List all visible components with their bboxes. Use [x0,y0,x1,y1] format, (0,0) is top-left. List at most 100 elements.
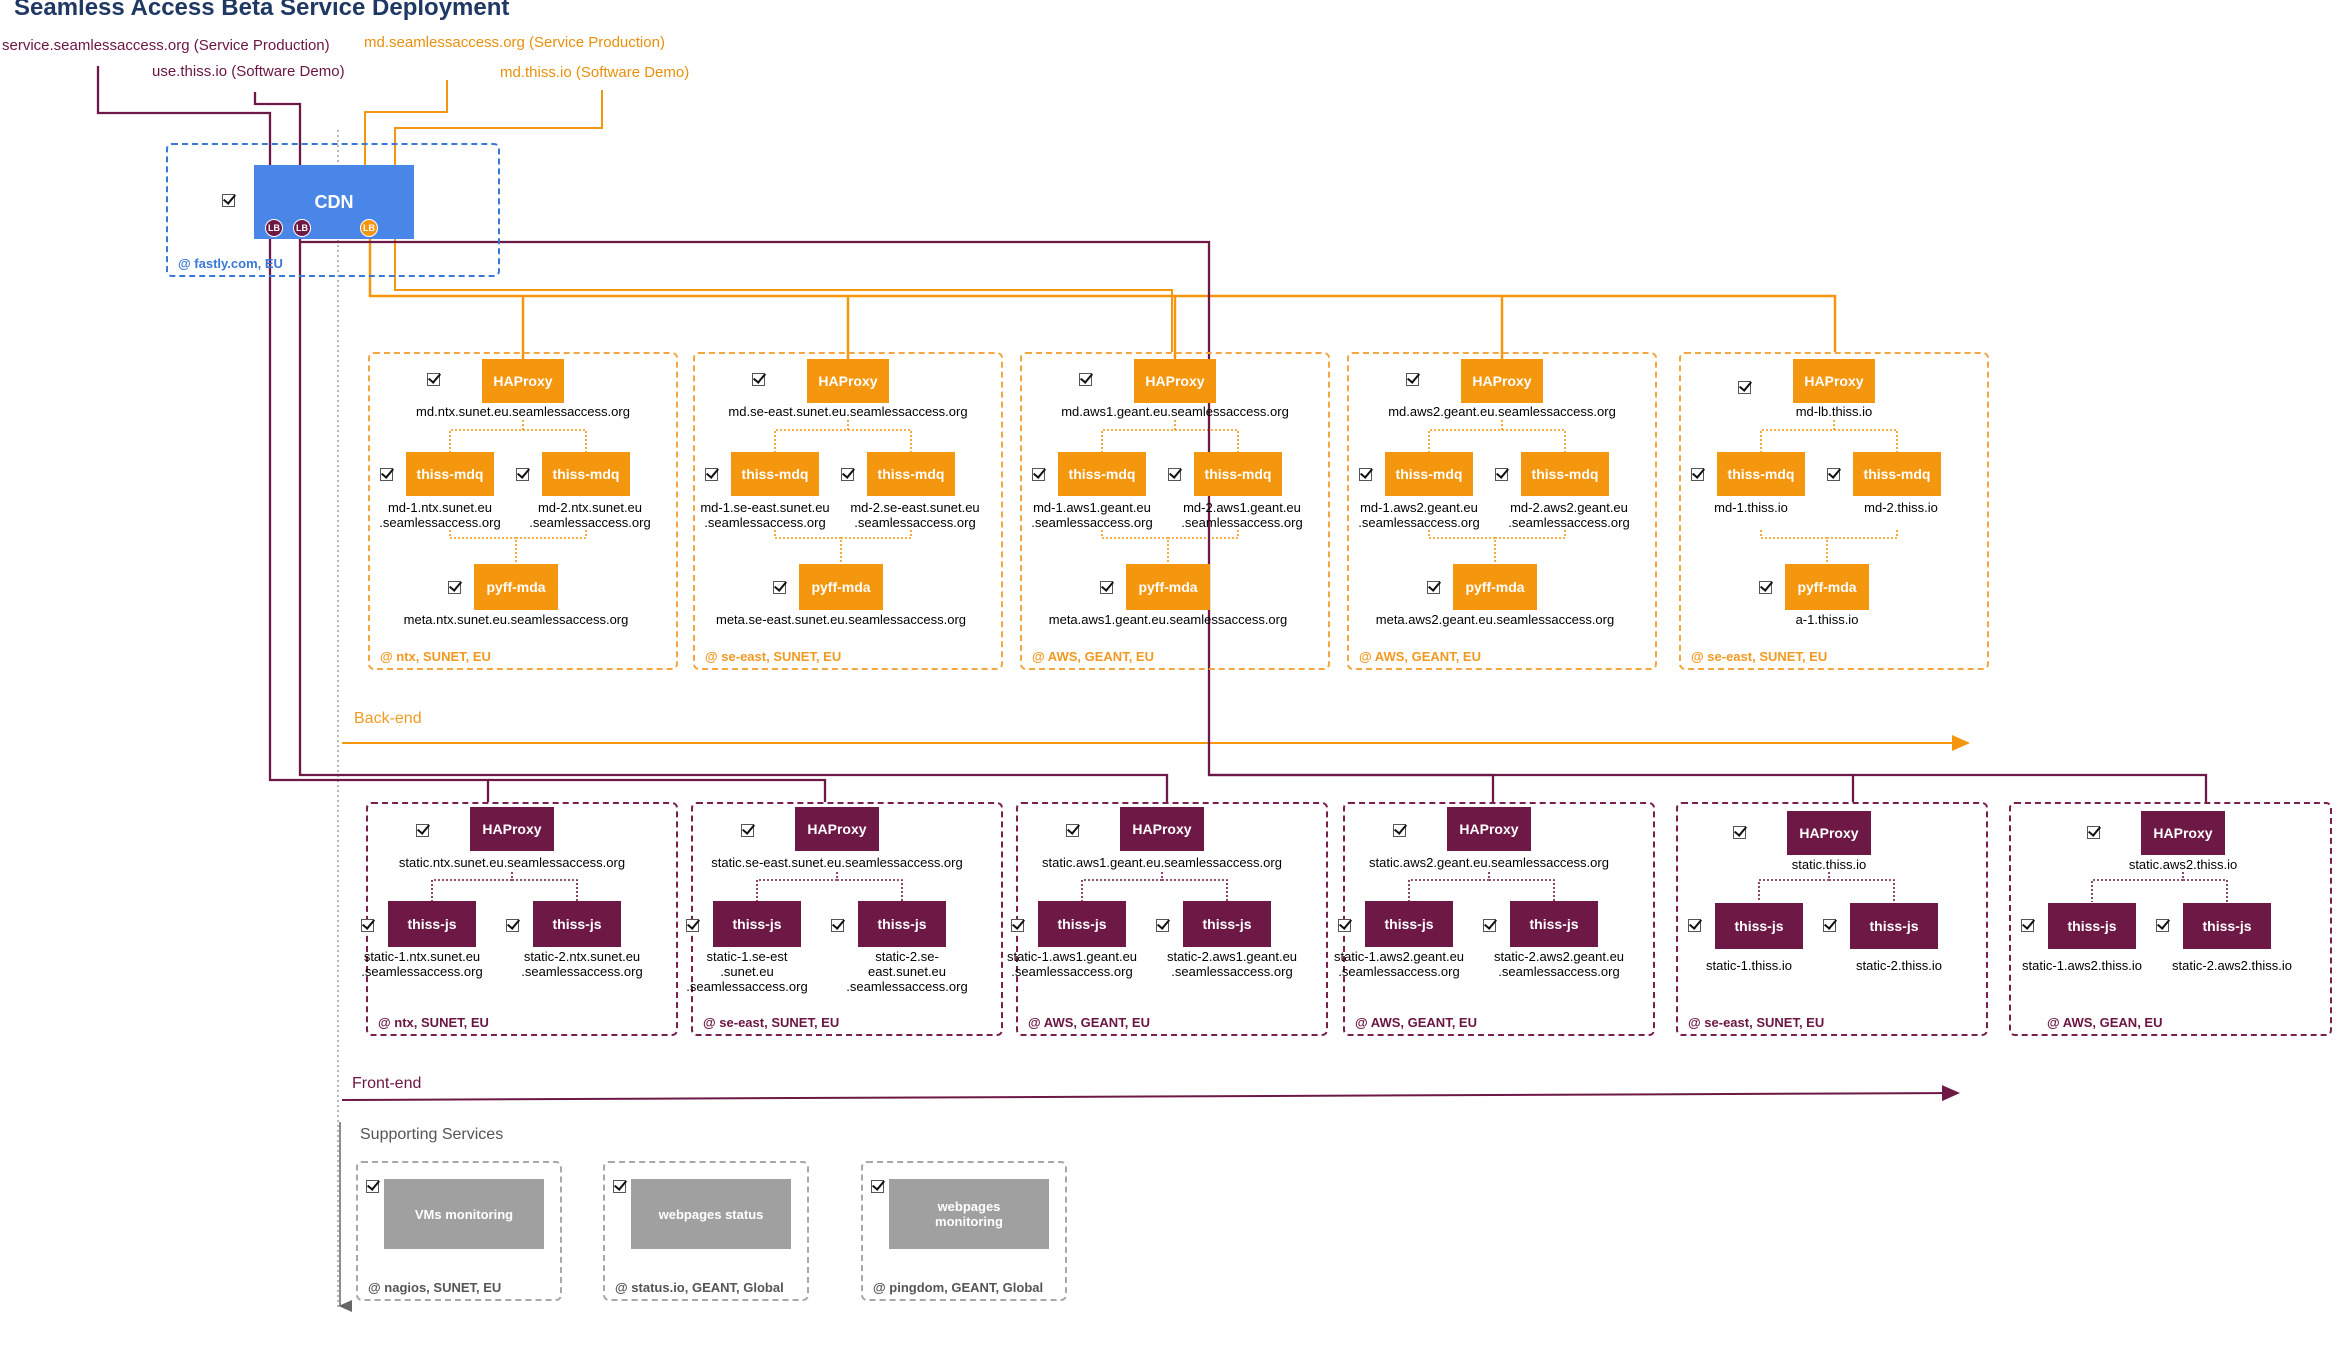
mdq-host: md-1.aws1.geant.eu.seamlessaccess.org [1031,500,1153,530]
haproxy-node[interactable]: HAProxy [482,359,564,403]
mda-node[interactable]: pyff-mda [1126,564,1210,610]
js-node[interactable]: thiss-js [713,901,801,947]
mdq-node[interactable]: thiss-mdq [731,452,819,496]
internal-link [1408,872,1490,902]
internal-link [1760,420,1835,452]
js-node[interactable]: thiss-js [1038,901,1126,947]
service-prod-wire [96,66,490,802]
mdq-node[interactable]: thiss-mdq [1194,452,1282,496]
js-node[interactable]: thiss-js [858,901,946,947]
mdq-host: md-2.aws2.geant.eu.seamlessaccess.org [1508,500,1630,530]
mdq-host: md-1.ntx.sunet.eu.seamlessaccess.org [379,500,501,530]
haproxy-node[interactable]: HAProxy [2141,811,2225,855]
mda-node[interactable]: pyff-mda [799,564,883,610]
js-node[interactable]: thiss-js [533,901,621,947]
haproxy-node[interactable]: HAProxy [1120,807,1204,851]
haproxy-node[interactable]: HAProxy [807,359,889,403]
js-host: static-1.aws2.thiss.io [2022,958,2142,973]
domain-use-demo: use.thiss.io (Software Demo) [152,63,345,80]
mda-node[interactable]: pyff-mda [1785,564,1869,610]
backend-group: @ se-east, SUNET, EU [693,352,1003,670]
backend-band-label: Back-end [354,710,422,727]
checkbox-icon [1359,468,1372,481]
checkbox-icon [773,581,786,594]
group-location: @ AWS, GEAN, EU [2047,1015,2163,1030]
js-node[interactable]: thiss-js [2183,903,2271,949]
mdq-node[interactable]: thiss-mdq [867,452,955,496]
supporting-node[interactable]: VMs monitoring [384,1179,544,1249]
backend-group: @ AWS, GEANT, EU [1347,352,1657,670]
internal-link [1758,872,1830,902]
checkbox-icon [427,373,440,386]
mdq-node[interactable]: thiss-mdq [1521,452,1609,496]
cdn-group: @ fastly.com, EU [166,143,500,277]
internal-link [2183,879,2228,902]
cdn-location: @ fastly.com, EU [178,256,283,271]
internal-link [774,420,849,452]
js-node[interactable]: thiss-js [1183,901,1271,947]
supporting-node[interactable]: webpages status [631,1179,791,1249]
checkbox-icon [1168,468,1181,481]
js-node[interactable]: thiss-js [388,901,476,947]
checkbox-icon [1823,919,1836,932]
checkbox-icon [1691,468,1704,481]
internal-link [1175,429,1239,452]
checkbox-icon [1827,468,1840,481]
checkbox-icon [1495,468,1508,481]
internal-link [1101,530,1169,564]
internal-link [512,879,578,902]
internal-link [1829,879,1895,902]
internal-link [2091,872,2184,902]
haproxy-node[interactable]: HAProxy [795,807,879,851]
mdq-host: md-2.aws1.geant.eu.seamlessaccess.org [1181,500,1303,530]
domain-md-demo: md.thiss.io (Software Demo) [500,64,690,81]
checkbox-icon [2021,919,2034,932]
js-node[interactable]: thiss-js [1510,901,1598,947]
internal-link [431,872,513,902]
checkbox-icon [1733,826,1746,839]
haproxy-host: static.ntx.sunet.eu.seamlessaccess.org [398,855,626,870]
checkbox-icon [2087,826,2100,839]
supporting-band-label: Supporting Services [360,1126,504,1143]
frontend-arrow [341,1085,1960,1102]
group-location: @ AWS, GEANT, EU [1355,1015,1477,1030]
mda-node[interactable]: pyff-mda [474,564,558,610]
checkbox-icon [1406,373,1419,386]
js-host: static-2.ntx.sunet.eu.seamlessaccess.org [521,949,643,979]
js-node[interactable]: thiss-js [2048,903,2136,949]
haproxy-node[interactable]: HAProxy [1787,811,1871,855]
haproxy-node[interactable]: HAProxy [470,807,554,851]
group-location: @ AWS, GEANT, EU [1359,649,1481,664]
mda-node[interactable]: pyff-mda [1453,564,1537,610]
supporting-group: @ status.io, GEANT, Global [603,1161,809,1301]
js-node[interactable]: thiss-js [1365,901,1453,947]
backend-group: @ se-east, SUNET, EU [1679,352,1989,670]
internal-link [516,530,587,539]
group-location: @ AWS, GEANT, EU [1028,1015,1150,1030]
mdq-node[interactable]: thiss-mdq [1853,452,1941,496]
checkbox-icon [366,1180,379,1193]
mdq-node[interactable]: thiss-mdq [1058,452,1146,496]
internal-link [848,429,912,452]
haproxy-node[interactable]: HAProxy [1461,359,1543,403]
haproxy-node[interactable]: HAProxy [1447,807,1531,851]
internal-link [837,879,903,902]
checkbox-icon [361,919,374,932]
haproxy-node[interactable]: HAProxy [1793,359,1875,403]
group-location: @ se-east, SUNET, EU [1688,1015,1825,1030]
mda-host: meta.ntx.sunet.eu.seamlessaccess.org [403,612,629,627]
haproxy-host: static.aws2.geant.eu.seamlessaccess.org [1369,855,1609,870]
mdq-node[interactable]: thiss-mdq [542,452,630,496]
group-location: @ AWS, GEANT, EU [1032,649,1154,664]
mdq-node[interactable]: thiss-mdq [1385,452,1473,496]
mda-host: meta.aws1.geant.eu.seamlessaccess.org [1048,612,1288,627]
supporting-location: @ nagios, SUNET, EU [368,1280,502,1295]
mdq-node[interactable]: thiss-mdq [1717,452,1805,496]
js-node[interactable]: thiss-js [1850,903,1938,949]
js-node[interactable]: thiss-js [1715,903,1803,949]
internal-link [774,530,842,564]
haproxy-node[interactable]: HAProxy [1134,359,1216,403]
internal-link [523,429,587,452]
mdq-node[interactable]: thiss-mdq [406,452,494,496]
